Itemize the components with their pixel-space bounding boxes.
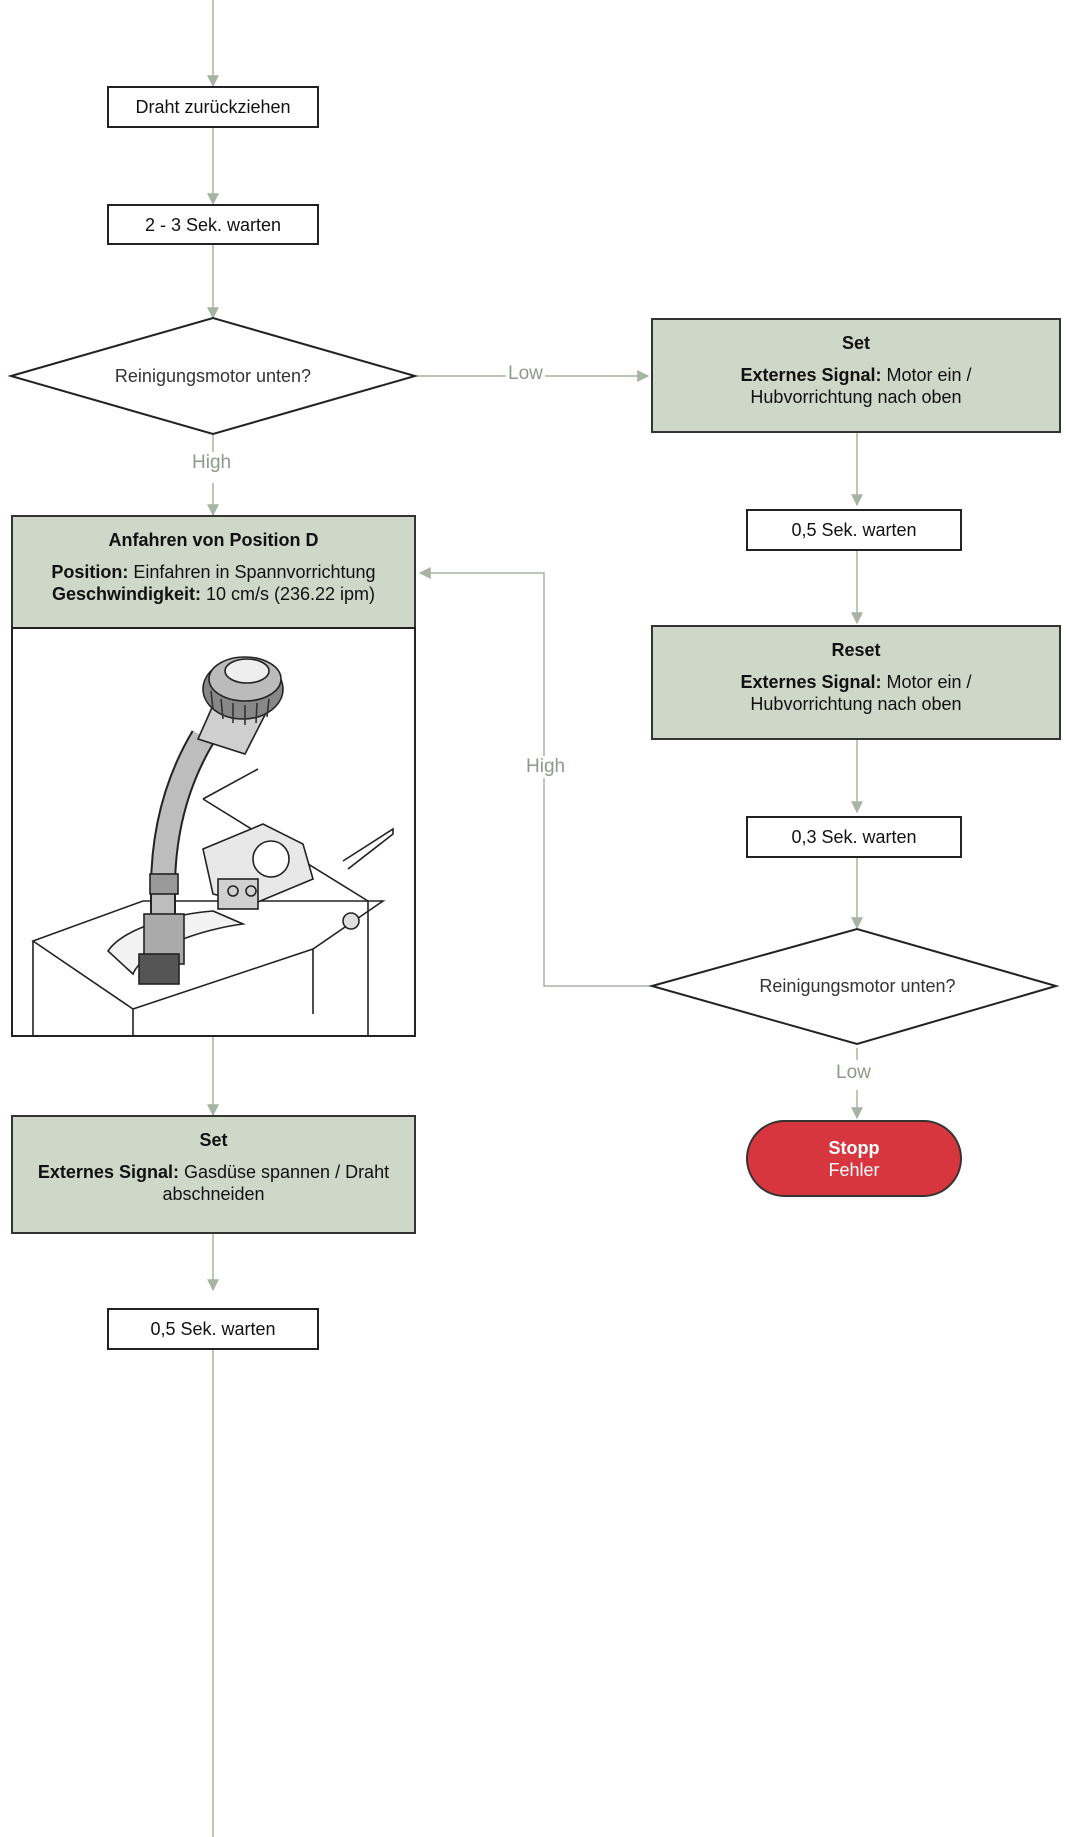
decision-2-text: Reinigungsmotor unten?: [705, 968, 1010, 1004]
label-high-2: High: [524, 756, 568, 778]
decision-label: Reinigungsmotor unten?: [759, 975, 956, 996]
label-high-1: High: [190, 452, 234, 474]
connector: [418, 567, 652, 987]
decision-1-text: Reinigungsmotor unten?: [60, 358, 366, 394]
signal-value: Gasdüse spannen / Draht abschneiden: [162, 1162, 390, 1204]
step-label: 2 - 3 Sek. warten: [144, 214, 282, 235]
speed-label: Geschwindigkeit:: [51, 584, 201, 604]
step-retract-wire: Draht zurückziehen: [107, 86, 319, 128]
position-line: Position: Einfahren in Spannvorrichtung: [13, 561, 414, 583]
label-low-2: Low: [834, 1062, 873, 1084]
nozzle-clamp-illustration: [11, 627, 416, 1037]
signal-line: Externes Signal: Motor ein / Hubvorricht…: [653, 671, 1059, 715]
step-label: Draht zurückziehen: [135, 97, 291, 117]
signal-value: Motor ein / Hubvorrichtung nach oben: [750, 365, 972, 407]
signal-label: Externes Signal:: [740, 365, 882, 385]
signal-label: Externes Signal:: [37, 1162, 179, 1182]
step-wait-05-a: 0,5 Sek. warten: [746, 509, 962, 551]
position-value: Einfahren in Spannvorrichtung: [128, 562, 376, 582]
step-wait-03: 0,3 Sek. warten: [746, 816, 962, 858]
step-set-clamp: Set Externes Signal: Gasdüse spannen / D…: [11, 1115, 416, 1234]
step-label: 0,3 Sek. warten: [791, 827, 917, 847]
step-title: Anfahren von Position D: [108, 530, 319, 550]
speed-line: Geschwindigkeit: 10 cm/s (236.22 ipm): [13, 583, 414, 605]
step-wait-05-b: 0,5 Sek. warten: [107, 1308, 319, 1350]
step-label: 0,5 Sek. warten: [150, 1319, 276, 1339]
speed-value: 10 cm/s (236.22 ipm): [200, 584, 376, 604]
step-set-motor: Set Externes Signal: Motor ein / Hubvorr…: [651, 318, 1061, 433]
step-position-d: Anfahren von Position D Position: Einfah…: [11, 515, 416, 629]
step-title: Set: [841, 333, 870, 353]
decision-label: Reinigungsmotor unten?: [114, 365, 312, 386]
step-title: Set: [199, 1130, 228, 1150]
step-wait-2-3: 2 - 3 Sek. warten: [107, 204, 319, 245]
step-reset-motor: Reset Externes Signal: Motor ein / Hubvo…: [651, 625, 1061, 740]
stop-title: Stopp: [828, 1137, 880, 1158]
label-low-1: Low: [506, 363, 545, 385]
decision-diamond: [7, 316, 419, 436]
stop-text: Fehler: [828, 1159, 880, 1180]
signal-label: Externes Signal:: [740, 672, 882, 692]
signal-line: Externes Signal: Motor ein / Hubvorricht…: [653, 364, 1059, 408]
step-title: Reset: [831, 640, 881, 660]
nozzle-clamp-drawing: [31, 656, 394, 1035]
position-label: Position:: [51, 562, 129, 582]
step-label: 0,5 Sek. warten: [791, 520, 917, 540]
stop-terminal: Stopp Fehler: [746, 1120, 962, 1197]
decision-diamond: [648, 927, 1060, 1046]
signal-value: Motor ein / Hubvorrichtung nach oben: [750, 672, 972, 714]
signal-line: Externes Signal: Gasdüse spannen / Draht…: [13, 1161, 414, 1205]
